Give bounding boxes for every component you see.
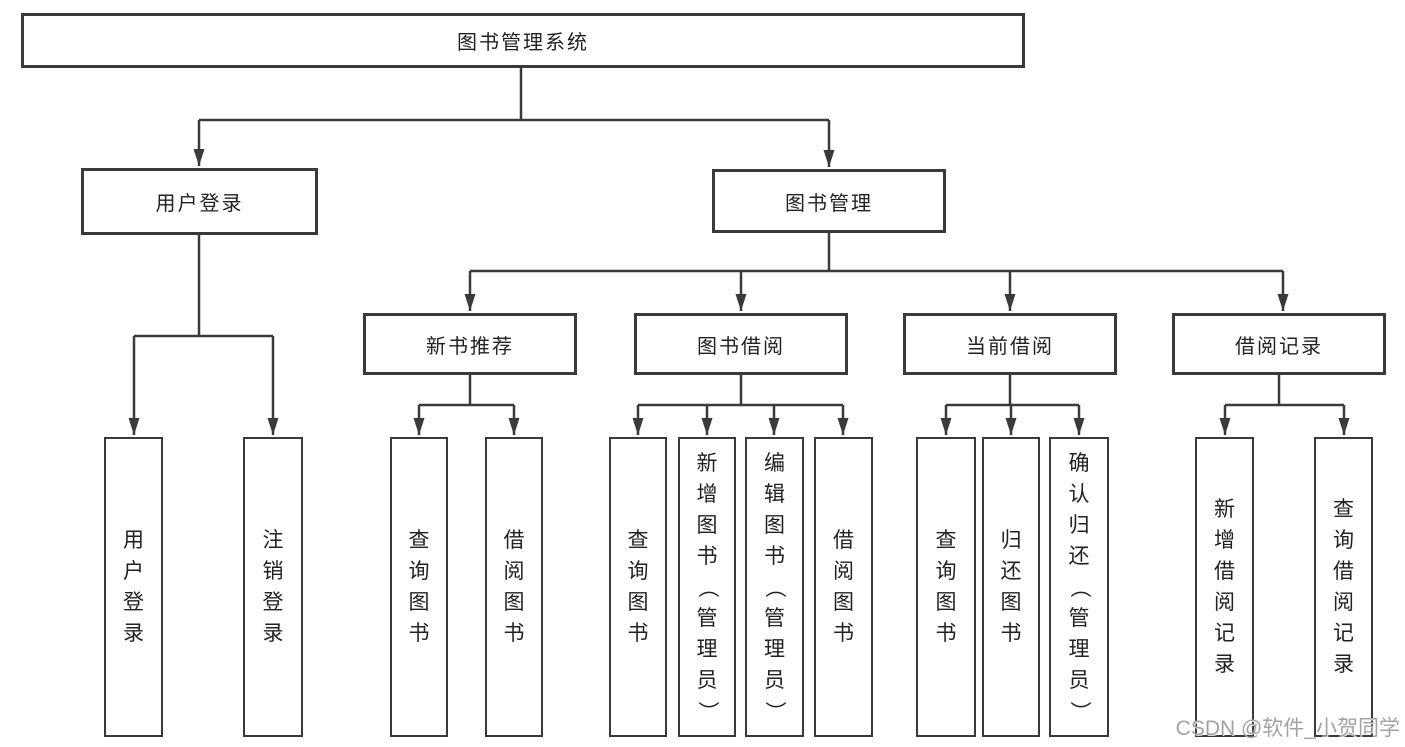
csdn-watermark: CSDN @软件_小贺同学: [1175, 717, 1400, 740]
node-library-system: 图书管理系统: [21, 13, 1025, 68]
node-book-management: 图书管理: [712, 169, 946, 233]
node-current-borrowing: 当前借阅: [903, 313, 1117, 375]
leaf-borrow-books-2: 借阅图书: [814, 437, 873, 737]
leaf-add-book-admin: 新增图书（管理员）: [678, 437, 736, 737]
node-book-borrowing: 图书借阅: [634, 313, 848, 375]
leaf-edit-book-admin: 编辑图书（管理员）: [745, 437, 804, 737]
leaf-return-book: 归还图书: [982, 437, 1040, 737]
leaf-confirm-return-admin: 确认归还（管理员）: [1049, 437, 1109, 737]
leaf-borrow-books-1: 借阅图书: [485, 437, 543, 737]
leaf-query-books-1: 查询图书: [390, 437, 448, 737]
leaf-logout: 注销登录: [243, 437, 303, 737]
node-borrow-records: 借阅记录: [1172, 313, 1386, 375]
leaf-query-books-3: 查询图书: [916, 437, 976, 737]
leaf-query-books-2: 查询图书: [609, 437, 667, 737]
leaf-add-borrow-record: 新增借阅记录: [1195, 437, 1254, 737]
leaf-user-login: 用户登录: [104, 437, 163, 737]
leaf-query-borrow-record: 查询借阅记录: [1314, 437, 1373, 737]
node-new-book-recommend: 新书推荐: [363, 313, 577, 375]
node-user-login-group: 用户登录: [81, 168, 318, 235]
